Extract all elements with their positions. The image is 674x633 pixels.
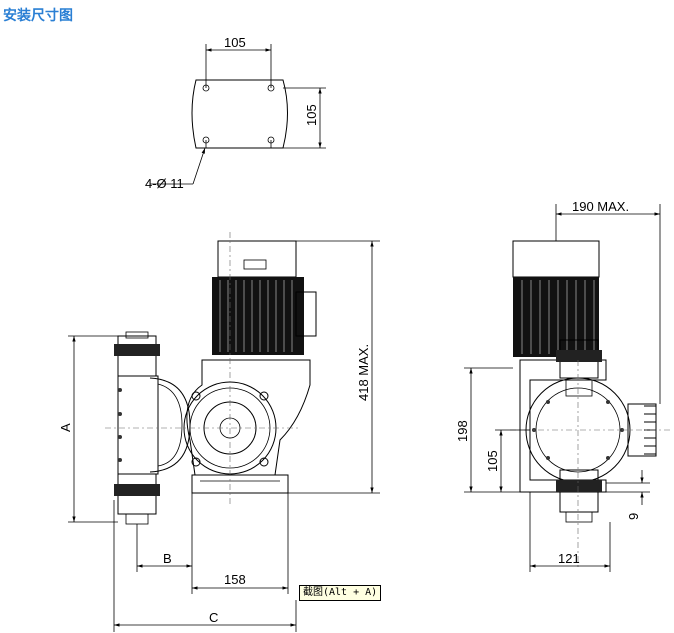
dim-b-label: B [163, 551, 172, 566]
top-height-label: 105 [304, 104, 319, 126]
max-height-label: 418 MAX. [356, 344, 371, 401]
dim-198-label: 198 [455, 420, 470, 442]
dim-a-label: A [58, 423, 73, 432]
top-width-label: 105 [224, 35, 246, 50]
mounting-plate-view [150, 44, 326, 185]
dim-121-label: 121 [558, 551, 580, 566]
pump-front-view [68, 232, 380, 632]
pump-side-view [464, 204, 670, 572]
screenshot-tooltip: 截图(Alt + A) [299, 585, 382, 601]
dim-9-label: 9 [626, 513, 641, 520]
max-width-label: 190 MAX. [572, 199, 629, 214]
dim-c-label: C [209, 610, 218, 625]
dim-158-label: 158 [224, 572, 246, 587]
dim-105-label: 105 [485, 450, 500, 472]
page-title: 安装尺寸图 [3, 8, 73, 24]
holes-label: 4-Ø 11 [145, 176, 184, 191]
